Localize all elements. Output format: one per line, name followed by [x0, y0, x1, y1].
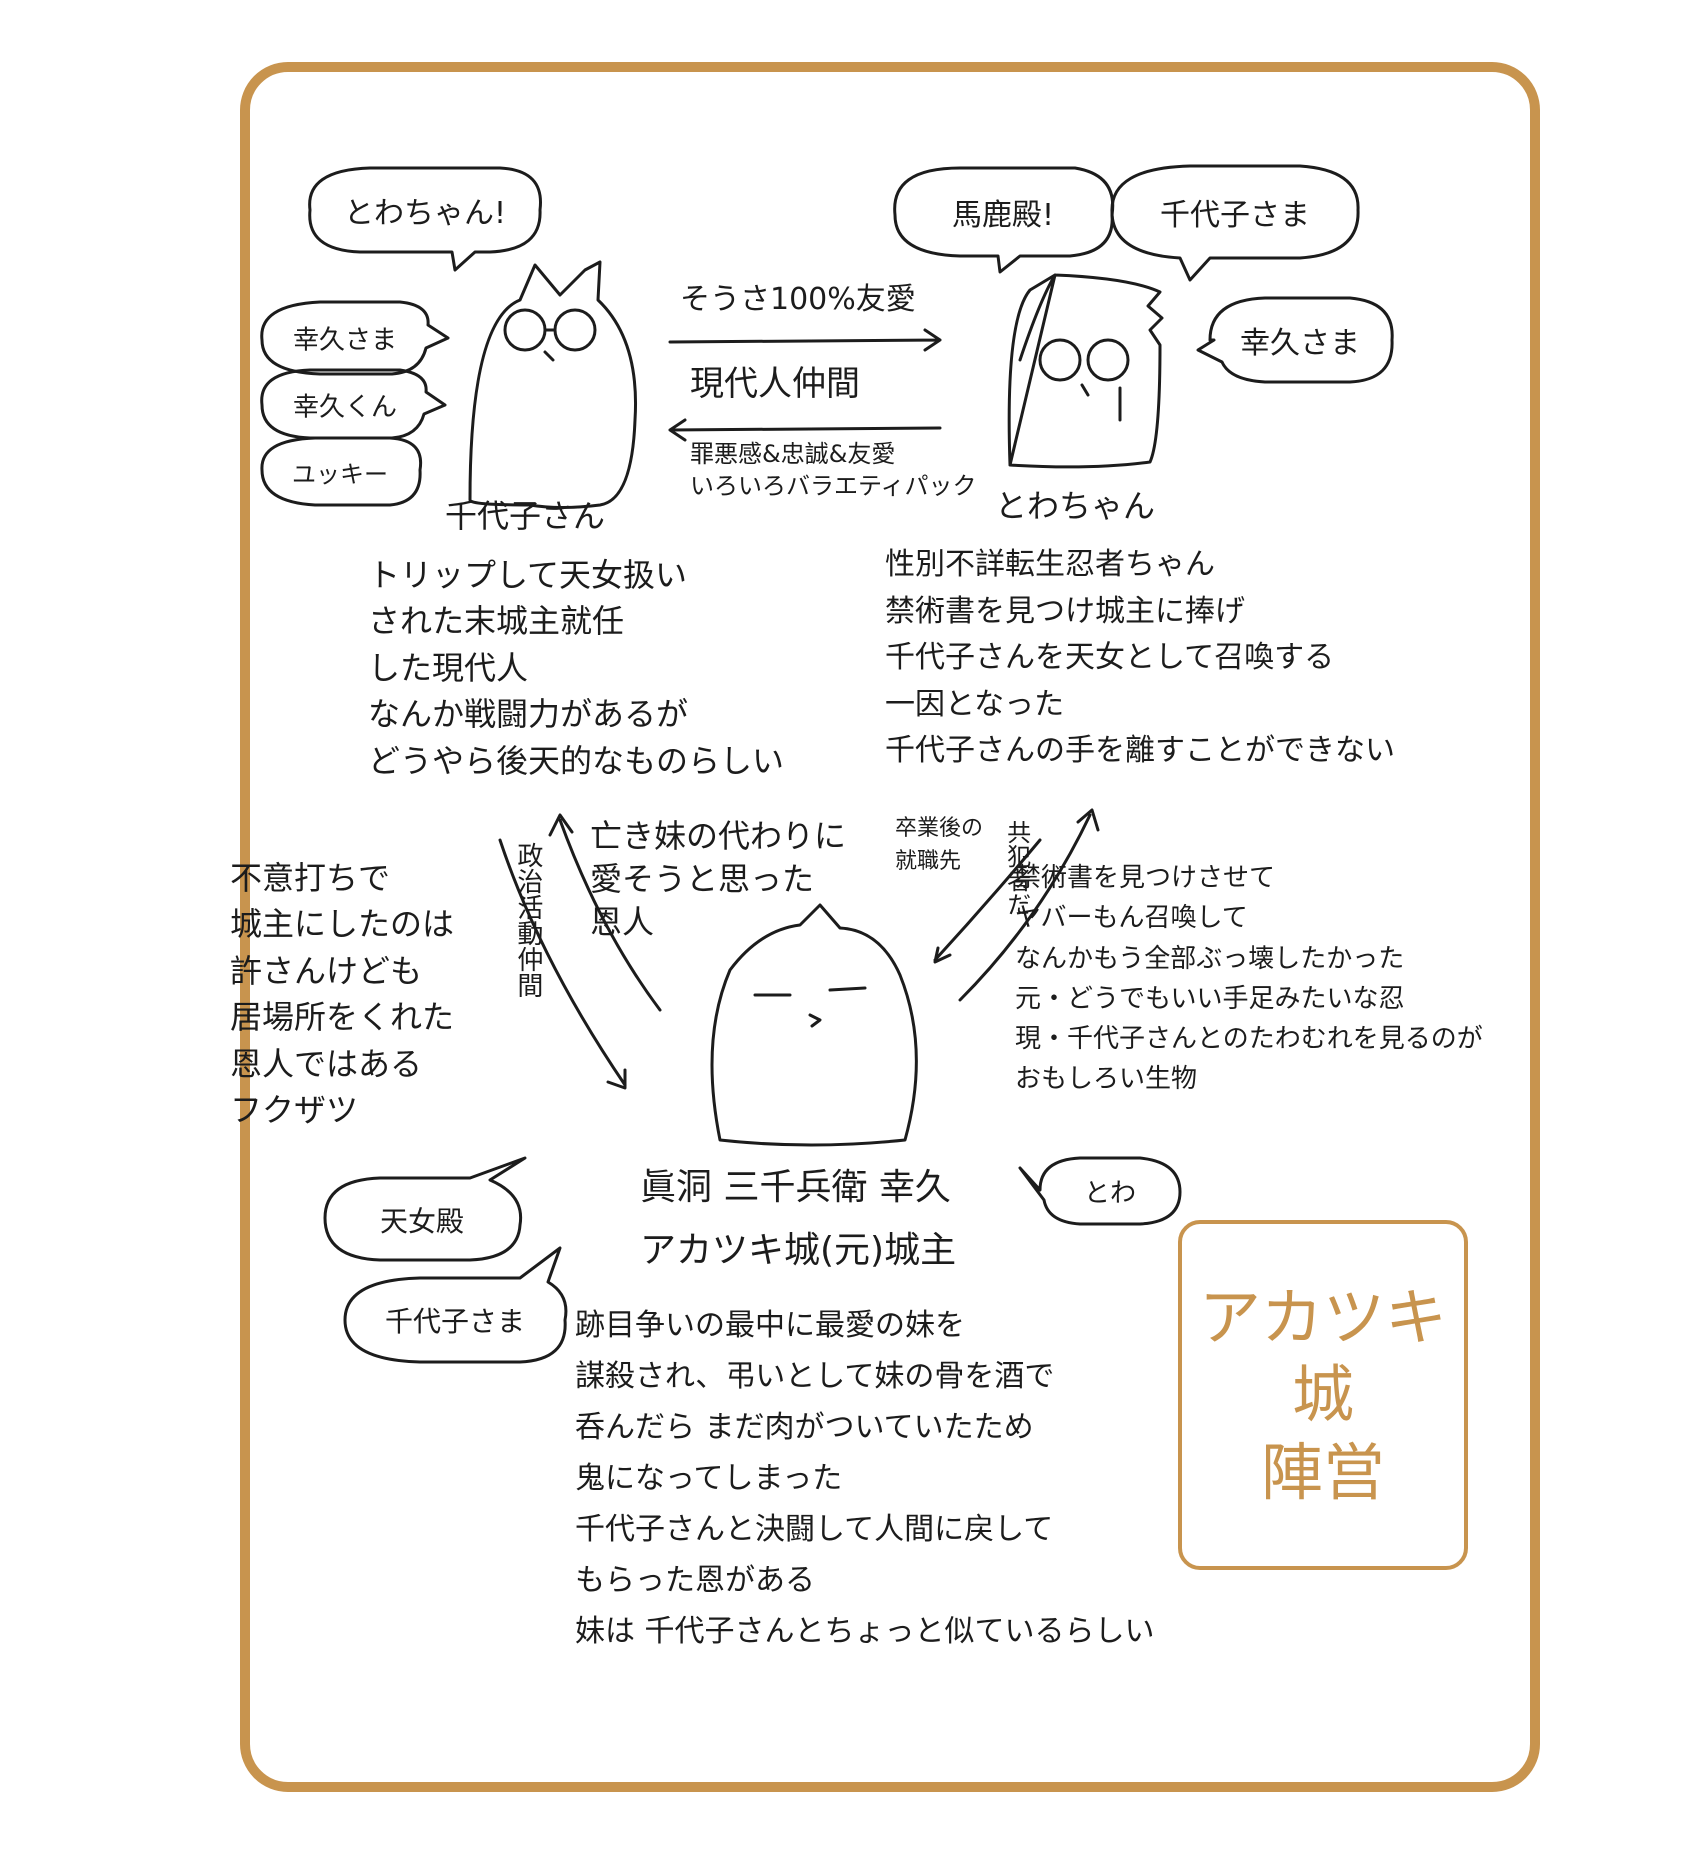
- relation-accomplice: 共犯者だ: [1002, 820, 1031, 916]
- page-frame: [240, 62, 1540, 1792]
- note-yukihisa-on-chiyoko: 不意打ちで 城主にしたのは 許さんけども 居場所をくれた 恩人ではある フクザツ: [230, 859, 455, 1129]
- speech-bubble: [260, 300, 450, 376]
- arrow-yukihisa-to-chiyoko: [548, 813, 662, 1012]
- arrow-towa-to-yukihisa: [933, 838, 1042, 964]
- speech-bubble: [260, 436, 423, 507]
- character-towa: [1007, 273, 1164, 469]
- speech-bubble: [308, 166, 542, 272]
- relation-chiyoko-to-towa: そうさ100%友愛: [680, 282, 916, 317]
- name-towa: とわちゃん: [995, 487, 1156, 525]
- stamp-line-1: アカツキ: [1198, 1280, 1447, 1354]
- title-yukihisa: アカツキ城(元)城主: [640, 1230, 957, 1271]
- speech-bubble: [323, 1156, 527, 1262]
- arrow-towa-to-chiyoko: [668, 418, 942, 442]
- relation-political: 政治活動仲間: [512, 842, 543, 998]
- stamp-line-3: 陣営: [1260, 1435, 1385, 1509]
- bubble-chiyoko-call-yukihisa-3: ユッキー: [292, 460, 388, 489]
- stamp-line-2: 城: [1291, 1358, 1354, 1432]
- speech-bubble: [1110, 164, 1360, 282]
- relation-towa-to-chiyoko: 罪悪感&忠誠&友愛 いろいろバラエティパック: [690, 440, 977, 501]
- faction-stamp: アカツキ 城 陣営: [1178, 1220, 1468, 1570]
- bubble-chiyoko-call-yukihisa-2: 幸久くん: [292, 392, 398, 423]
- bubble-towa-call-yukihisa-2: 幸久さま: [1240, 326, 1360, 361]
- relation-chiyoko-yukihisa: 亡き妹の代わりに 愛そうと思った 恩人: [590, 817, 847, 942]
- arrow-yukihisa-to-towa: [958, 808, 1100, 1002]
- speech-bubble: [260, 368, 447, 440]
- bubble-yukihisa-call-chiyoko-2: 千代子さま: [384, 1305, 526, 1338]
- bubble-towa-call-yukihisa: 馬鹿殿!: [951, 198, 1055, 233]
- name-chiyoko: 千代子さん: [445, 497, 606, 535]
- note-yukihisa-on-towa: 禁術書を見つけさせて ヤバーもん召喚して なんかもう全部ぶっ壊したかった 元・ど…: [1015, 863, 1483, 1095]
- arrow-chiyoko-to-yukihisa: [498, 838, 627, 1090]
- desc-towa: 性別不詳転生忍者ちゃん 禁術書を見つけ城主に捧げ 千代子さんを天女として召喚する…: [885, 547, 1395, 768]
- bubble-towa-call-chiyoko: 千代子さま: [1160, 198, 1310, 233]
- bubble-yukihisa-call-towa: とわ: [1083, 1178, 1137, 1209]
- speech-bubble: [1196, 296, 1394, 384]
- bubble-yukihisa-call-chiyoko-1: 天女殿: [379, 1205, 465, 1238]
- desc-chiyoko: トリップして天女扱い された末城主就任 した現代人 なんか戦闘力があるが どうや…: [368, 556, 785, 780]
- bubble-chiyoko-call-towa: とわちゃん!: [343, 196, 507, 231]
- arrow-chiyoko-to-towa: [668, 328, 942, 352]
- relation-mutual: 現代人仲間: [690, 364, 860, 404]
- relation-towa-job: 卒業後の 就職先: [895, 816, 984, 874]
- speech-bubble: [1018, 1156, 1182, 1226]
- character-chiyoko: [468, 260, 638, 509]
- speech-bubble: [343, 1246, 568, 1364]
- character-yukihisa: [710, 903, 918, 1147]
- name-yukihisa: 眞洞 三千兵衛 幸久: [640, 1167, 951, 1208]
- bubble-chiyoko-call-yukihisa-1: 幸久さま: [292, 325, 398, 356]
- desc-yukihisa: 跡目争いの最中に最愛の妹を 謀殺され、弔いとして妹の骨を酒で 呑んだら まだ肉が…: [575, 1308, 1155, 1649]
